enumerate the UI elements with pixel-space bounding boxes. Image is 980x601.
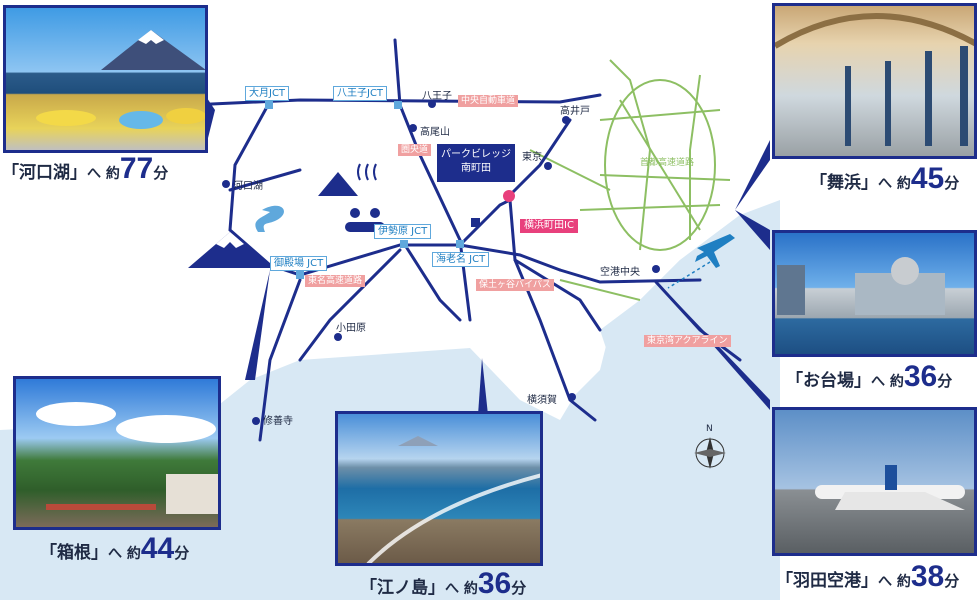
station-dots (222, 100, 660, 425)
tag-tomei: 東名高速道路 (305, 275, 366, 287)
fuji-photo-art (36, 30, 205, 129)
ic-marker (503, 190, 515, 202)
odaiba-building-art (777, 257, 945, 315)
caption-maihama: 「舞浜」へ 約45分 (810, 162, 960, 195)
jct-otsuki: 大月JCT (245, 86, 290, 101)
label-takaosan: 高尾山 (420, 127, 450, 138)
label-odawara: 小田原 (336, 323, 366, 334)
caption-haneda: 「羽田空港」へ 約38分 (776, 560, 960, 593)
enoshima-coast-art (366, 436, 540, 563)
label-tokyo: 東京 (522, 152, 542, 163)
tag-shuto: 首都高速道路 (640, 158, 695, 168)
caption-kawaguchiko: 「河口湖」へ 約77分 (2, 152, 169, 185)
label-shuzenji: 修善寺 (263, 416, 293, 427)
bay-area (600, 210, 770, 360)
caption-hakone: 「箱根」へ 約44分 (40, 532, 190, 565)
photo-enoshima (335, 411, 543, 566)
photo-odaiba (772, 230, 977, 357)
photo-kawaguchiko (3, 5, 208, 153)
photo-hakone (13, 376, 221, 530)
site-label: パークビレッジ 南町田 (437, 144, 515, 182)
label-hachioji: 八王子 (422, 91, 452, 102)
onsen-illustration (318, 163, 385, 232)
tag-aqualine: 東京湾アクアライン (644, 335, 731, 347)
haneda-airplane-art (815, 465, 965, 510)
tag-chuo-expressway: 中央自動車道 (458, 95, 519, 107)
shuto-expressway-network (529, 59, 731, 301)
caption-odaiba: 「お台場」へ 約36分 (786, 360, 953, 393)
hakone-town-art (36, 402, 218, 514)
lake-illustration (255, 205, 284, 232)
label-takaido: 高井戸 (560, 106, 590, 117)
tag-hodogaya: 保土ヶ谷バイパス (476, 279, 554, 291)
photo-haneda (772, 407, 977, 556)
label-kuko-chuo: 空港中央 (600, 267, 640, 278)
label-yokosuka: 横須賀 (527, 395, 557, 406)
jct-isehara: 伊勢原 JCT (374, 224, 432, 239)
photo-maihama (772, 3, 977, 159)
caption-enoshima: 「江ノ島」へ 約36分 (360, 567, 527, 600)
airplane-illustration (667, 234, 735, 289)
jct-markers (265, 101, 464, 279)
site-marker (471, 218, 480, 227)
jct-gotemba: 御殿場 JCT (270, 256, 328, 271)
maihama-arcade-art (775, 13, 974, 146)
site-line-1: パークビレッジ (441, 149, 511, 160)
compass-icon (694, 437, 726, 469)
mount-fuji-illustration (188, 232, 272, 268)
jct-hachioji: 八王子JCT (333, 86, 388, 101)
tag-ken-o: 圏央道 (398, 144, 432, 156)
site-line-2: 南町田 (461, 163, 491, 174)
compass-label: N (706, 424, 713, 434)
label-kawaguchiko: 河口湖 (233, 181, 263, 192)
jct-ebina: 海老名 JCT (432, 252, 490, 267)
ic-label: 横浜町田IC (520, 219, 578, 233)
